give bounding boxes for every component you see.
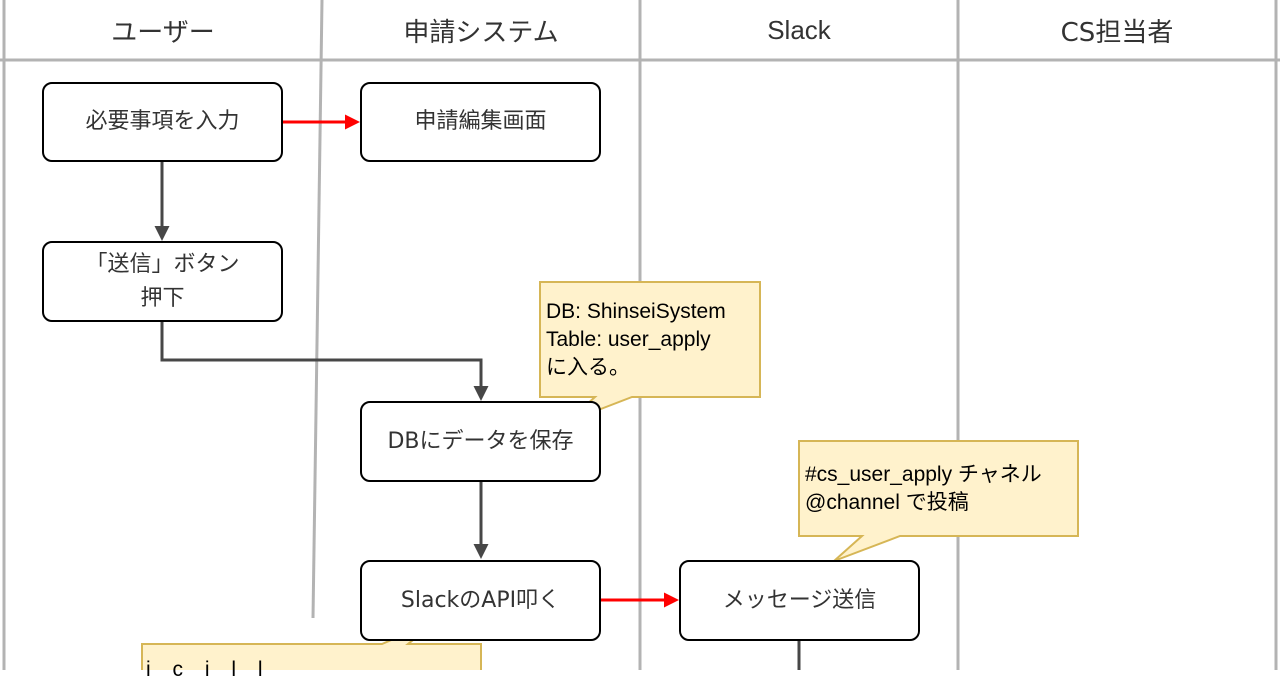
- callout-slack-text: #cs_user_apply チャネル @channel で投稿: [805, 461, 1042, 517]
- arrow-send-to-db: [160, 322, 489, 401]
- callout-db-line1: DB: ShinseiSystem: [546, 300, 726, 323]
- node-edit-screen[interactable]: 申請編集画面: [360, 82, 601, 162]
- lane-header-slack: Slack: [767, 14, 831, 45]
- diagram-canvas: [0, 0, 1280, 670]
- callout-db-text: DB: ShinseiSystem Table: user_apply に入る。: [546, 298, 726, 382]
- node-send-button[interactable]: 「送信」ボタン 押下: [42, 241, 283, 322]
- lane-header-user: ユーザー: [111, 17, 215, 48]
- callout-bottom-text: i c i l l: [146, 658, 271, 681]
- node-input-required[interactable]: 必要事項を入力: [42, 82, 283, 162]
- node-edit-screen-label: 申請編集画面: [414, 109, 547, 134]
- lane-header-application-system: 申請システム: [403, 17, 559, 48]
- callout-db-line3: に入る。: [546, 356, 630, 379]
- lane-header-cs-staff: CS担当者: [1060, 17, 1174, 48]
- node-send-button-line1: 「送信」ボタン: [85, 251, 240, 277]
- callout-slack-shape: [798, 440, 1079, 562]
- node-send-button-line2: 押下: [140, 285, 185, 311]
- node-save-db[interactable]: DBにデータを保存: [360, 401, 601, 482]
- node-call-slack-api[interactable]: SlackのAPI叩く: [360, 560, 601, 641]
- connectors: [154, 114, 801, 670]
- callout-slack-line2: @channel で投稿: [805, 491, 969, 514]
- node-call-slack-api-label: SlackのAPI叩く: [400, 587, 561, 613]
- node-send-message[interactable]: メッセージ送信: [679, 560, 920, 641]
- node-save-db-label: DBにデータを保存: [387, 428, 574, 454]
- callout-db-line2: Table: user_apply: [546, 328, 711, 351]
- swimlane-grid: [0, 0, 1280, 670]
- callout-slack-line1: #cs_user_apply チャネル: [805, 463, 1042, 486]
- lane-divider-1: [311, 0, 324, 619]
- node-input-required-label: 必要事項を入力: [85, 109, 240, 134]
- node-send-message-label: メッセージ送信: [722, 587, 877, 613]
